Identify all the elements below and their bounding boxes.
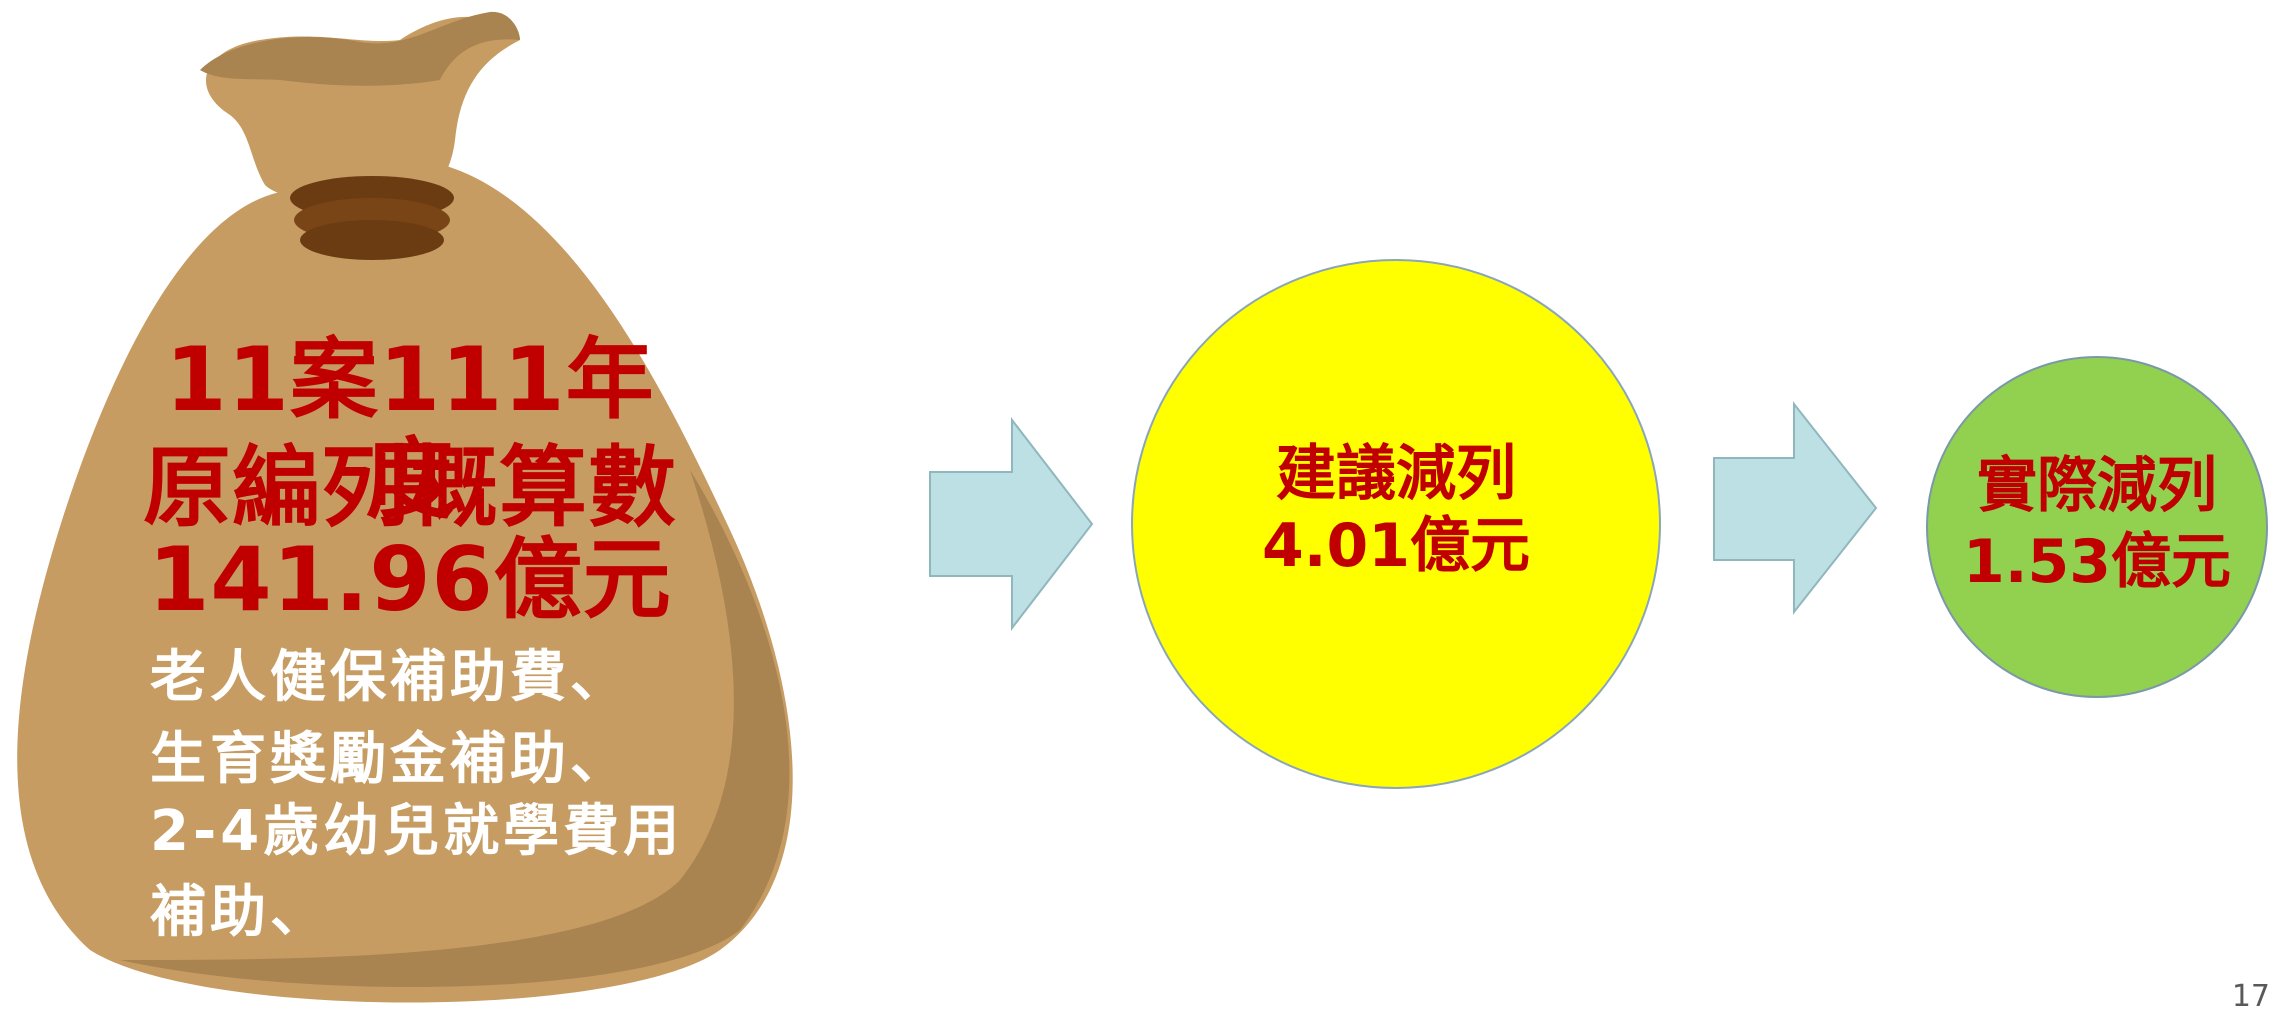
money-bag-tie-3 — [300, 220, 444, 260]
money-bag-body — [17, 156, 793, 1003]
bag-item-line1: 老人健保補助費、 — [150, 645, 630, 710]
actual-label: 實際減列 — [1977, 451, 2217, 521]
bag-title-line1: 11案111年度 — [165, 328, 655, 531]
bag-item-line3: 2-4歲幼兒就學費用 — [150, 799, 684, 864]
arrow-right-icon — [1713, 401, 1878, 615]
bag-title-amount: 141.96億元 — [148, 528, 672, 631]
suggested-circle — [1131, 259, 1661, 789]
money-bag-top — [200, 11, 520, 86]
suggested-label: 建議減列 — [1276, 439, 1516, 509]
suggested-value: 4.01億元 — [1261, 511, 1531, 581]
bag-title-line2: 原編列概算數 — [142, 436, 677, 539]
page-number: 17 — [2231, 979, 2270, 1014]
money-bag-icon — [17, 11, 793, 1003]
money-bag-shadow — [120, 470, 790, 988]
arrow-right-icon — [929, 417, 1094, 631]
bag-item-line2: 生育獎勵金補助、 — [150, 727, 630, 792]
actual-value: 1.53億元 — [1962, 527, 2232, 597]
bag-item-line4: 補助、 — [150, 880, 330, 945]
actual-circle — [1926, 356, 2268, 698]
